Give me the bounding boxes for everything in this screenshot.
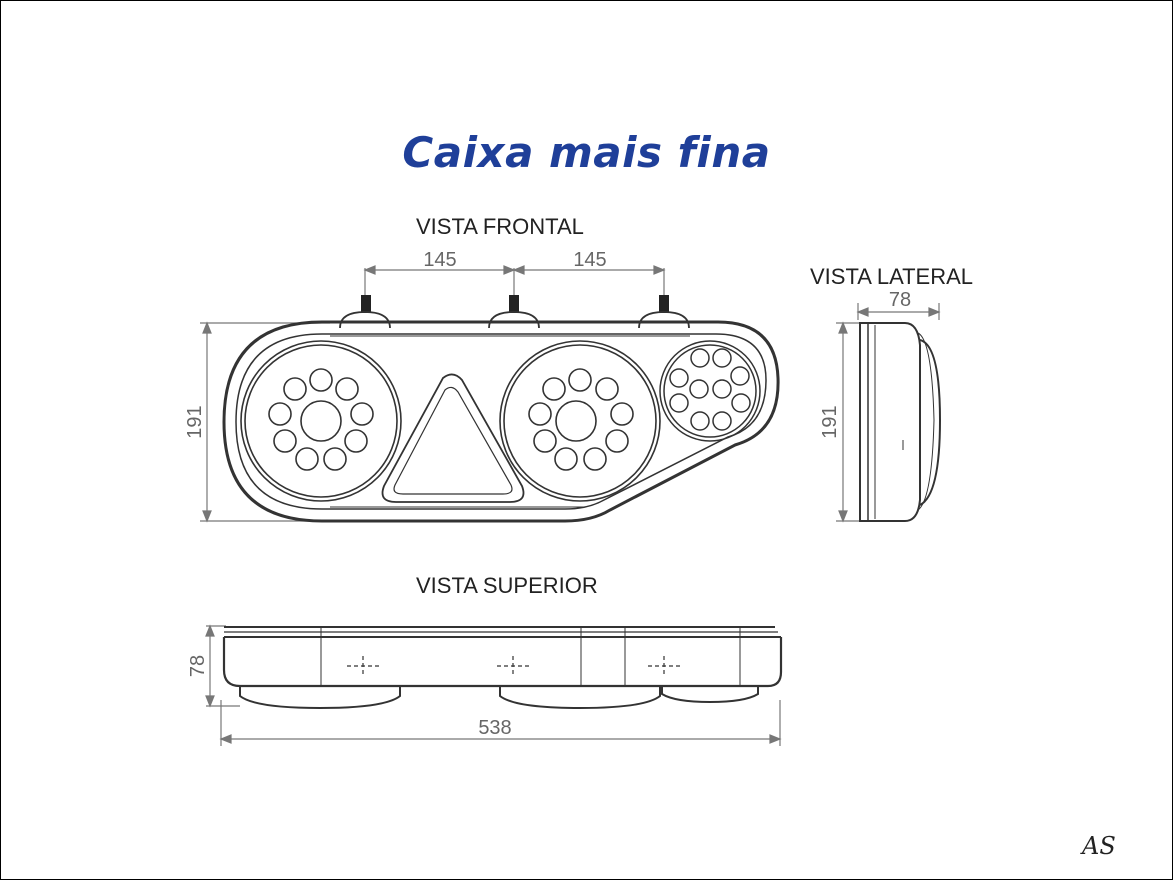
top-lens-right <box>661 686 759 704</box>
side-depth-dimension <box>856 303 941 320</box>
small-right-lamp <box>659 340 761 442</box>
top-body <box>222 637 783 688</box>
side-body <box>859 322 921 522</box>
side-height-dimension <box>836 321 870 523</box>
page-title: Caixa mais fina <box>402 128 771 177</box>
front-view-label: VISTA FRONTAL <box>416 214 584 239</box>
left-round-lamp <box>240 340 402 502</box>
top-depth-value: 78 <box>187 655 209 677</box>
top-lens-center <box>499 686 661 710</box>
top-length-value: 538 <box>478 717 511 739</box>
signature-logo: AS <box>1082 832 1116 860</box>
front-height-dimension <box>200 321 330 523</box>
housing-inner-outline <box>235 333 767 510</box>
front-spacing-left-value: 145 <box>423 249 456 271</box>
housing-outline <box>222 320 780 523</box>
mount-stud-left <box>339 295 391 329</box>
side-view-label: VISTA LATERAL <box>810 264 974 289</box>
center-round-lamp <box>499 340 661 502</box>
side-depth-value: 78 <box>889 289 911 311</box>
triangle-reflector <box>381 373 525 503</box>
side-height-value: 191 <box>819 405 841 438</box>
mount-stud-right <box>638 295 690 329</box>
top-length-dimension <box>219 700 782 746</box>
top-view-label: VISTA SUPERIOR <box>416 573 598 598</box>
front-spacing-right-value: 145 <box>573 249 606 271</box>
top-depth-dimension <box>205 624 240 708</box>
side-lens <box>919 339 942 506</box>
side-view <box>836 303 942 523</box>
top-lens-left <box>239 686 401 710</box>
mount-stud-center <box>488 295 540 329</box>
front-spacing-dimension <box>363 265 666 312</box>
front-height-value: 191 <box>184 405 206 438</box>
top-view <box>205 624 783 746</box>
front-view <box>200 265 780 523</box>
